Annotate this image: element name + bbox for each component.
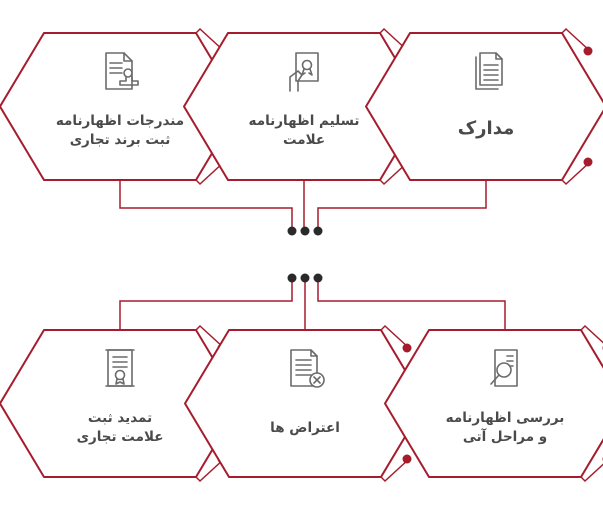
node-label-t1: مندرجات اظهارنامه ثبت برند تجاری <box>50 112 190 150</box>
node-label-line: ثبت برند تجاری <box>69 132 171 148</box>
accent-tab-bottom <box>561 161 591 186</box>
accent-dot-top <box>583 46 593 56</box>
junction-dots-top <box>287 226 323 236</box>
accent-tab-top <box>561 27 591 52</box>
hexagon-node-b1 <box>0 324 241 483</box>
node-label-line: اعتراض ها <box>270 419 340 436</box>
document-reject-icon <box>290 349 325 388</box>
node-label-line: و مراحل آتی <box>462 429 548 445</box>
accent-tab-bottom <box>195 458 225 483</box>
node-label-b3: بررسی اظهارنامه و مراحل آتی <box>435 409 575 447</box>
node-label-b2: اعتراض ها <box>235 419 375 438</box>
accent-dot-bottom <box>402 454 412 464</box>
accent-tab-bottom <box>580 463 603 483</box>
connector-lines <box>119 180 506 330</box>
documents-icon <box>475 52 503 90</box>
node-label-line: بررسی اظهارنامه <box>445 410 565 426</box>
document-stamp-icon <box>105 52 139 90</box>
node-label-line: مدارک <box>457 118 515 139</box>
accent-tab-top <box>379 27 409 52</box>
connector-left-top <box>119 180 293 228</box>
accent-dot-bottom <box>583 157 593 167</box>
hexagon-outline <box>365 32 603 181</box>
node-label-line: تسلیم اظهارنامه <box>248 113 360 129</box>
hexagon-node-b2 <box>184 324 426 483</box>
node-label-line: علامت تجاری <box>76 429 164 445</box>
node-label-line: علامت <box>282 132 326 148</box>
accent-tab-top <box>580 324 603 344</box>
document-search-icon <box>490 349 518 387</box>
node-label-line: تمدید ثبت <box>87 410 153 426</box>
node-label-t3: مدارک <box>416 119 556 138</box>
accent-tab-bottom <box>379 161 409 186</box>
node-label-b1: تمدید ثبت علامت تجاری <box>50 409 190 447</box>
scroll-certificate-icon <box>105 349 135 387</box>
node-label-t2: تسلیم اظهارنامه علامت <box>234 112 374 150</box>
hexagon-node-b3 <box>384 324 603 483</box>
connector-right-top <box>317 180 487 228</box>
node-label-line: مندرجات اظهارنامه <box>55 113 185 129</box>
accent-tab-bottom <box>380 458 410 483</box>
connector-right-bottom <box>317 280 506 330</box>
hexagon-node-t3 <box>365 27 603 186</box>
hexagon-outline <box>384 329 603 478</box>
accent-dot-top <box>402 343 412 353</box>
junction-dots-bottom <box>287 273 323 283</box>
accent-tab-top <box>195 324 225 349</box>
accent-tab-top <box>195 27 225 52</box>
hand-certificate-icon <box>289 52 319 92</box>
accent-tab-bottom <box>195 161 225 186</box>
connector-left-bottom <box>119 280 293 330</box>
accent-tab-top <box>380 324 410 349</box>
